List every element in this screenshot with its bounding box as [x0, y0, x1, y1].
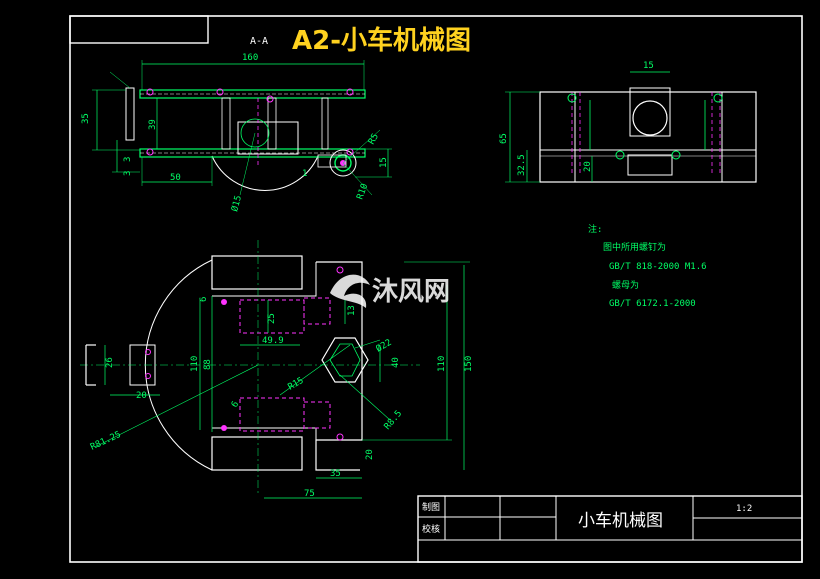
dim-front-39: 39	[148, 119, 158, 130]
notes-heading: 注:	[588, 223, 602, 235]
dim-plan-r81-25: R81.25	[89, 430, 123, 453]
watermark-logo-icon	[330, 274, 370, 308]
side-view	[505, 71, 757, 183]
dim-plan-26: 26	[105, 357, 115, 368]
dim-plan-d22: Ø22	[374, 337, 394, 355]
dim-front-35: 35	[81, 113, 91, 124]
section-label: A-A	[250, 36, 268, 47]
dim-front-d15: Ø15	[229, 194, 244, 213]
watermark: 沐风网	[330, 274, 450, 308]
dim-front-r5: R5	[367, 132, 381, 146]
dim-plan-20: 20	[136, 391, 147, 401]
dim-plan-13: 13	[347, 305, 357, 316]
dim-plan-20-bottom: 20	[365, 449, 375, 460]
dim-front-3a: 3	[123, 157, 133, 162]
dim-plan-40: 40	[391, 357, 401, 368]
title-block-drawn-by-label: 制图	[422, 501, 440, 513]
dim-front-15: 15	[379, 157, 389, 168]
notes-line-2: GB/T 818-2000 M1.6	[609, 262, 707, 272]
notes-line-1: 图中所用螺钉为	[603, 241, 666, 253]
plan-view	[80, 240, 470, 499]
notes-line-3: 螺母为	[612, 279, 639, 291]
dim-front-1: 1	[302, 169, 307, 179]
notes-block: 注: 图中所用螺钉为 GB/T 818-2000 M1.6 螺母为 GB/T 6…	[588, 223, 707, 309]
dim-front-160: 160	[242, 53, 258, 63]
dim-front-3b: 3	[123, 171, 133, 176]
drawing-title: A2-小车机械图	[292, 25, 471, 56]
dim-plan-88: 88	[203, 359, 213, 370]
title-block-scale: 1:2	[736, 504, 752, 514]
dim-front-50: 50	[170, 173, 181, 183]
notes-line-4: GB/T 6172.1-2000	[609, 299, 696, 309]
dim-plan-r8-5: R8.5	[383, 409, 405, 432]
dim-front-r10: R10	[355, 182, 370, 201]
front-view	[92, 60, 392, 196]
watermark-text: 沐风网	[372, 277, 450, 307]
dim-plan-25: 25	[267, 313, 277, 324]
dim-plan-49-9: 49.9	[262, 336, 284, 346]
dim-plan-6b: 6	[230, 400, 241, 410]
title-block-checked-by-label: 校核	[422, 523, 440, 535]
dim-plan-35: 35	[330, 469, 341, 479]
dim-plan-6a: 6	[199, 297, 209, 302]
dim-plan-r15: R15	[287, 376, 306, 393]
dim-plan-150: 150	[464, 356, 474, 372]
dim-side-65: 65	[499, 133, 509, 144]
title-block-drawing-name: 小车机械图	[578, 511, 663, 531]
dim-plan-75: 75	[304, 489, 315, 499]
dim-side-32-5: 32.5	[517, 154, 527, 176]
dim-plan-110-right: 110	[437, 356, 447, 372]
dim-side-20: 20	[583, 161, 593, 172]
corner-box	[69, 15, 209, 44]
dim-side-15: 15	[643, 61, 654, 71]
title-block	[417, 495, 803, 563]
dim-plan-110: 110	[190, 356, 200, 372]
